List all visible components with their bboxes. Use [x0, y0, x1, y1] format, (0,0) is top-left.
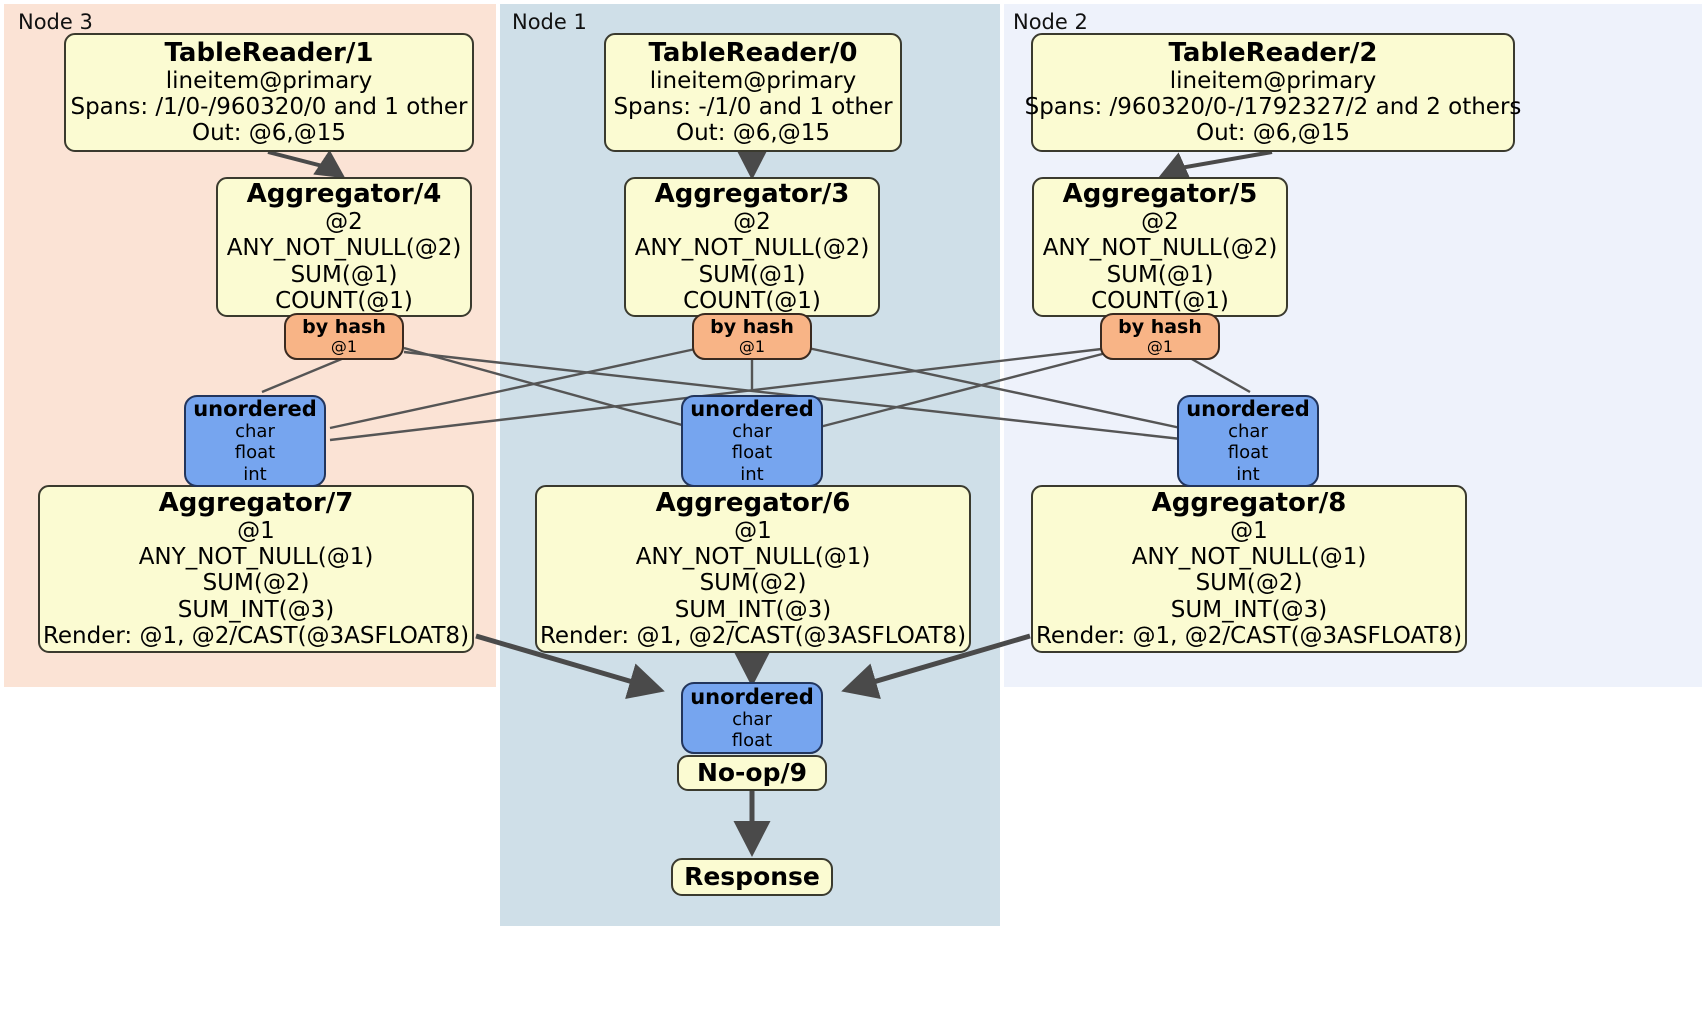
processor-func: ANY_NOT_NULL(@1): [1131, 544, 1367, 571]
synchronizer-unordered-8[interactable]: unordered char float int: [1177, 395, 1319, 487]
processor-func: SUM(@2): [699, 570, 807, 597]
processor-func: SUM(@2): [202, 570, 310, 597]
processor-func: ANY_NOT_NULL(@1): [138, 544, 374, 571]
processor-no-op-9[interactable]: No-op/9: [677, 755, 827, 791]
processor-aggregator-5[interactable]: Aggregator/5 @2 ANY_NOT_NULL(@2) SUM(@1)…: [1032, 177, 1288, 317]
synchronizer-type: float: [1227, 442, 1269, 464]
processor-tablereader-2[interactable]: TableReader/2 lineitem@primary Spans: /9…: [1025, 33, 1521, 152]
processor-aggregator-7[interactable]: Aggregator/7 @1 ANY_NOT_NULL(@1) SUM(@2)…: [38, 485, 474, 653]
synchronizer-type: float: [731, 730, 773, 752]
processor-aggregator-3[interactable]: Aggregator/3 @2 ANY_NOT_NULL(@2) SUM(@1)…: [624, 177, 880, 317]
processor-func: SUM_INT(@3): [674, 596, 832, 623]
synchronizer-type: float: [234, 442, 276, 464]
response-node[interactable]: Response: [671, 858, 833, 896]
synchronizer-type: int: [243, 463, 267, 485]
processor-table: lineitem@primary: [649, 67, 857, 94]
synchronizer-type: char: [732, 708, 772, 730]
processor-func: SUM(@1): [1106, 261, 1214, 288]
processor-group-key: @1: [237, 518, 275, 544]
router-column: @1: [1146, 336, 1174, 356]
processor-title: Aggregator/6: [655, 487, 851, 518]
processor-render: Render: @1, @2/CAST(@3ASFLOAT8): [42, 622, 470, 649]
processor-func: ANY_NOT_NULL(@1): [635, 544, 871, 571]
processor-render: Render: @1, @2/CAST(@3ASFLOAT8): [539, 622, 967, 649]
processor-func: SUM_INT(@3): [177, 596, 335, 623]
processor-tablereader-0[interactable]: TableReader/0 lineitem@primary Spans: -/…: [604, 33, 902, 152]
processor-title: Aggregator/3: [654, 179, 850, 209]
processor-table: lineitem@primary: [165, 67, 373, 94]
processor-spans: Spans: /960320/0-/1792327/2 and 2 others: [1024, 93, 1522, 120]
router-column: @1: [330, 336, 358, 356]
processor-func: SUM(@2): [1195, 570, 1303, 597]
processor-out: Out: @6,@15: [1196, 120, 1350, 147]
processor-group-key: @2: [325, 209, 363, 236]
router-column: @1: [738, 336, 766, 356]
processor-func: COUNT(@1): [1091, 287, 1229, 314]
synchronizer-unordered-final[interactable]: unordered char float: [681, 682, 823, 754]
processor-func: SUM(@1): [290, 261, 398, 288]
synchronizer-title: unordered: [690, 397, 814, 422]
synchronizer-type: int: [740, 463, 764, 485]
processor-aggregator-4[interactable]: Aggregator/4 @2 ANY_NOT_NULL(@2) SUM(@1)…: [216, 177, 472, 317]
router-by-hash-5[interactable]: by hash @1: [1100, 313, 1220, 360]
processor-title: TableReader/1: [164, 37, 374, 68]
processor-func: ANY_NOT_NULL(@2): [1042, 235, 1278, 262]
router-title: by hash: [710, 315, 794, 338]
processor-func: SUM_INT(@3): [1170, 596, 1328, 623]
router-by-hash-3[interactable]: by hash @1: [692, 313, 812, 360]
processor-title: Aggregator/5: [1062, 179, 1258, 209]
processor-func: SUM(@1): [698, 261, 806, 288]
processor-out: Out: @6,@15: [676, 120, 830, 147]
synchronizer-type: char: [235, 421, 275, 443]
processor-spans: Spans: -/1/0 and 1 other: [613, 93, 893, 120]
synchronizer-type: float: [731, 442, 773, 464]
cluster-label-node-2: Node 2: [1013, 10, 1088, 34]
synchronizer-unordered-7[interactable]: unordered char float int: [184, 395, 326, 487]
cluster-label-node-1: Node 1: [512, 10, 587, 34]
cluster-label-node-3: Node 3: [18, 10, 93, 34]
synchronizer-title: unordered: [690, 684, 814, 709]
processor-render: Render: @1, @2/CAST(@3ASFLOAT8): [1035, 622, 1463, 649]
processor-title: Aggregator/4: [246, 179, 442, 209]
processor-title: TableReader/2: [1168, 37, 1378, 68]
synchronizer-unordered-6[interactable]: unordered char float int: [681, 395, 823, 487]
router-by-hash-4[interactable]: by hash @1: [284, 313, 404, 360]
processor-group-key: @2: [1141, 209, 1179, 236]
processor-func: COUNT(@1): [683, 287, 821, 314]
processor-table: lineitem@primary: [1169, 67, 1377, 94]
processor-out: Out: @6,@15: [192, 120, 346, 147]
synchronizer-type: char: [732, 421, 772, 443]
processor-func: COUNT(@1): [275, 287, 413, 314]
processor-tablereader-1[interactable]: TableReader/1 lineitem@primary Spans: /1…: [64, 33, 474, 152]
processor-title: No-op/9: [696, 758, 808, 787]
router-title: by hash: [1118, 315, 1202, 338]
processor-group-key: @2: [733, 209, 771, 236]
processor-group-key: @1: [1230, 518, 1268, 544]
synchronizer-title: unordered: [193, 397, 317, 422]
response-title: Response: [684, 862, 820, 891]
processor-title: Aggregator/8: [1151, 487, 1347, 518]
processor-title: Aggregator/7: [158, 487, 354, 518]
processor-spans: Spans: /1/0-/960320/0 and 1 other: [70, 93, 468, 120]
processor-group-key: @1: [734, 518, 772, 544]
router-title: by hash: [302, 315, 386, 338]
synchronizer-title: unordered: [1186, 397, 1310, 422]
processor-func: ANY_NOT_NULL(@2): [226, 235, 462, 262]
synchronizer-type: char: [1228, 421, 1268, 443]
processor-func: ANY_NOT_NULL(@2): [634, 235, 870, 262]
synchronizer-type: int: [1236, 463, 1260, 485]
processor-aggregator-8[interactable]: Aggregator/8 @1 ANY_NOT_NULL(@1) SUM(@2)…: [1031, 485, 1467, 653]
processor-title: TableReader/0: [648, 37, 858, 68]
processor-aggregator-6[interactable]: Aggregator/6 @1 ANY_NOT_NULL(@1) SUM(@2)…: [535, 485, 971, 653]
